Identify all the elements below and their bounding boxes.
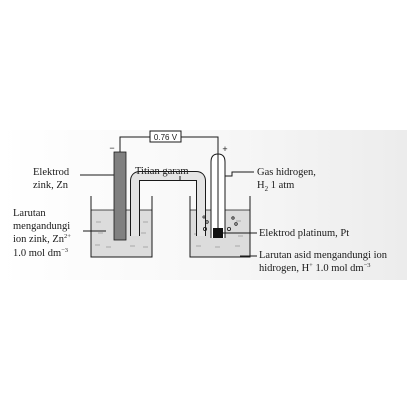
platinum-electrode xyxy=(213,228,223,238)
acid-solution-dashes xyxy=(194,220,243,248)
label-acid-solution: Larutan asid mengandungi ion hidrogen, H… xyxy=(259,250,388,274)
svg-text:mengandungi: mengandungi xyxy=(13,221,70,232)
voltmeter-box xyxy=(149,130,182,143)
svg-text:Elektrod: Elektrod xyxy=(33,167,70,178)
svg-text:hidrogen, H+ 1.0 mol dm−3: hidrogen, H+ 1.0 mol dm−3 xyxy=(259,262,371,274)
svg-text:1.0 mol dm−3: 1.0 mol dm−3 xyxy=(13,247,68,259)
beaker-right xyxy=(189,196,251,258)
voltmeter-reading: 0.76 V xyxy=(154,133,178,142)
svg-text:ion zink, Zn2+: ion zink, Zn2+ xyxy=(13,233,71,245)
gas-inlet xyxy=(225,171,238,177)
wire-left xyxy=(119,136,150,152)
label-zinc-solution: Larutan mengandungi ion zink, Zn2+ 1.0 m… xyxy=(13,208,71,259)
negative-sign: − xyxy=(109,143,114,153)
svg-text:zink, Zn: zink, Zn xyxy=(33,180,69,191)
label-salt-bridge: Titian garam xyxy=(135,166,189,177)
label-zinc-electrode: Elektrod zink, Zn xyxy=(33,167,70,191)
hydrogen-bubbles xyxy=(202,215,238,231)
label-platinum-electrode: Elektrod platinum, Pt xyxy=(259,228,349,239)
beaker-left xyxy=(90,196,153,258)
label-hydrogen-gas: Gas hidrogen, H2 1 atm xyxy=(257,167,316,193)
zinc-electrode xyxy=(113,151,127,241)
svg-text:Larutan asid mengandungi ion: Larutan asid mengandungi ion xyxy=(259,250,388,261)
svg-text:Gas hidrogen,: Gas hidrogen, xyxy=(257,167,316,178)
svg-text:Larutan: Larutan xyxy=(13,208,46,219)
salt-bridge xyxy=(131,172,205,236)
wire-right xyxy=(181,136,219,154)
svg-text:H2 1 atm: H2 1 atm xyxy=(257,180,294,193)
positive-sign: + xyxy=(222,144,227,154)
